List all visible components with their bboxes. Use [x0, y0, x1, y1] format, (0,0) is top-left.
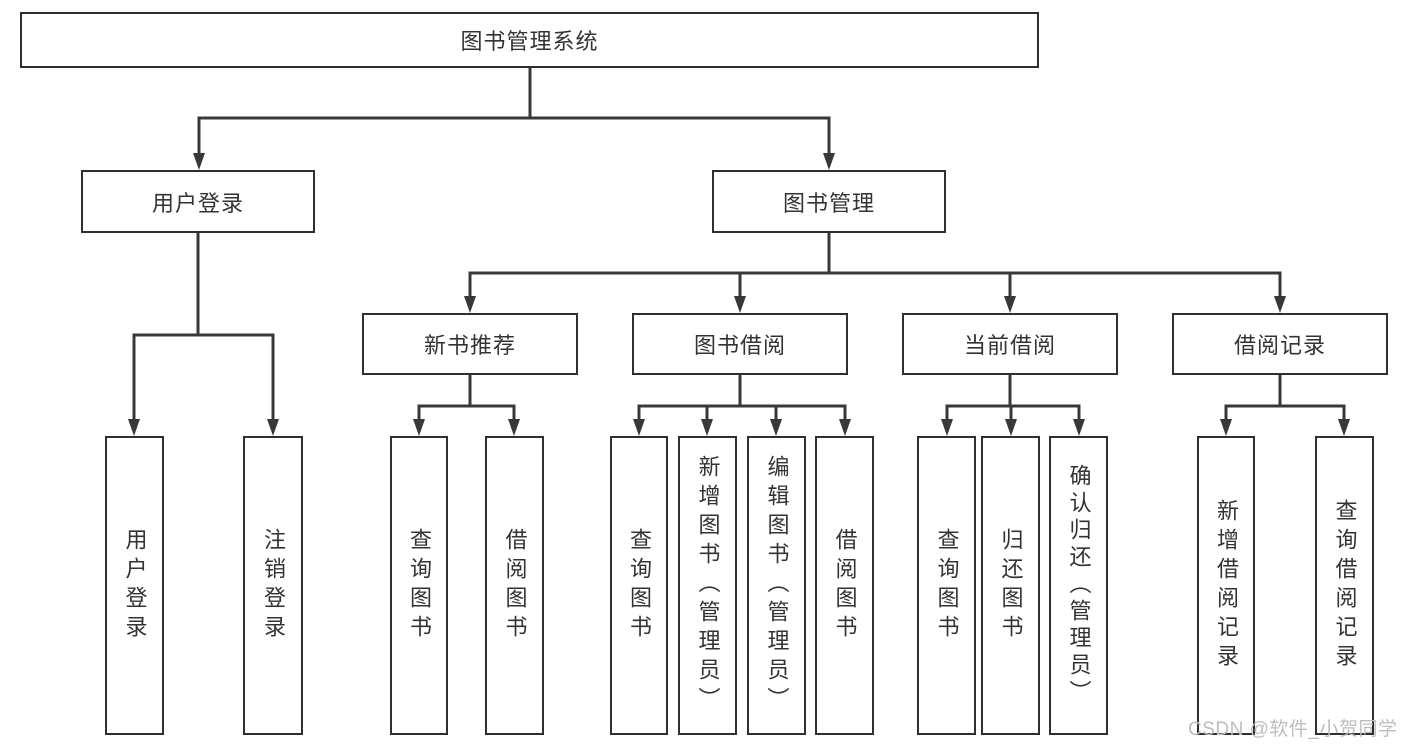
connector-current-borrow: [941, 373, 1085, 436]
leaf-logout-label: 注销登录: [261, 527, 286, 644]
leaf-query-borrow-record: 查询借阅记录: [1315, 436, 1374, 735]
leaf-query-book-2-label: 查询图书: [627, 527, 652, 644]
leaf-query-book-2: 查询图书: [610, 436, 668, 735]
leaf-query-book-1-label: 查询图书: [407, 527, 432, 644]
leaf-borrow-book-2: 借阅图书: [815, 436, 874, 735]
node-root: 图书管理系统: [20, 12, 1039, 68]
node-new-book-rec: 新书推荐: [362, 313, 578, 375]
node-book-borrow: 图书借阅: [632, 313, 848, 375]
leaf-edit-book: 编辑图书（管理员）: [747, 436, 806, 735]
node-user-login: 用户登录: [81, 170, 315, 233]
connector-borrow-records: [1220, 373, 1350, 436]
leaf-query-book-3-label: 查询图书: [934, 527, 960, 644]
leaf-confirm-return: 确认归还（管理员）: [1049, 436, 1108, 735]
leaf-return-book: 归还图书: [981, 436, 1040, 735]
leaf-add-borrow-record: 新增借阅记录: [1197, 436, 1255, 735]
connector-root: [193, 66, 835, 170]
leaf-return-book-label: 归还图书: [998, 527, 1024, 644]
leaf-user-login-label: 用户登录: [122, 527, 148, 644]
connector-new-book-rec: [413, 373, 520, 436]
leaf-add-book: 新增图书（管理员）: [678, 436, 737, 735]
leaf-query-book-3: 查询图书: [917, 436, 976, 735]
leaf-add-borrow-record-label: 新增借阅记录: [1214, 498, 1239, 673]
leaf-user-login: 用户登录: [105, 436, 164, 735]
leaf-borrow-book-1-label: 借阅图书: [502, 527, 528, 644]
leaf-confirm-return-label: 确认归还（管理员）: [1066, 464, 1092, 707]
node-current-borrow: 当前借阅: [902, 313, 1118, 375]
connector-book-mgmt: [464, 231, 1286, 313]
node-borrow-records: 借阅记录: [1172, 313, 1388, 375]
connector-book-borrow: [633, 373, 851, 436]
leaf-borrow-book-1: 借阅图书: [485, 436, 544, 735]
connector-user-login: [128, 231, 279, 436]
watermark: CSDN @软件_小贺同学: [1188, 719, 1398, 740]
leaf-add-book-label: 新增图书（管理员）: [695, 455, 721, 716]
leaf-logout: 注销登录: [243, 436, 303, 735]
node-book-mgmt: 图书管理: [712, 170, 946, 233]
leaf-borrow-book-2-label: 借阅图书: [832, 527, 858, 644]
leaf-edit-book-label: 编辑图书（管理员）: [764, 455, 790, 716]
leaf-query-borrow-record-label: 查询借阅记录: [1332, 498, 1358, 673]
leaf-query-book-1: 查询图书: [390, 436, 448, 735]
